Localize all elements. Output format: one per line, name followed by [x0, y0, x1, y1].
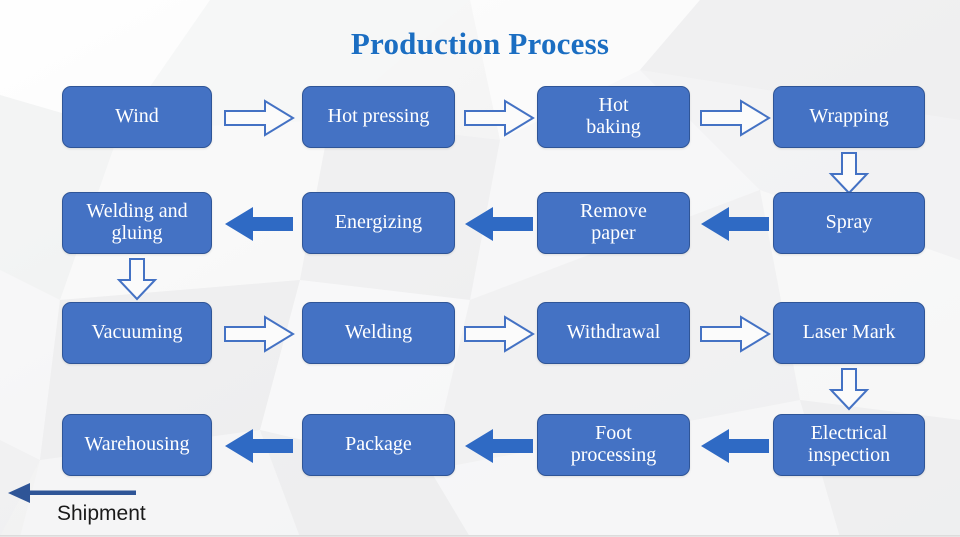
node-warehousing[interactable]: Warehousing [62, 414, 212, 476]
arrow-withdrawal-to-laser-mark [700, 315, 771, 353]
arrow-foot-processing-to-package [464, 428, 534, 464]
arrow-energizing-to-welding-and-gluing [224, 206, 294, 242]
node-wrapping[interactable]: Wrapping [773, 86, 925, 148]
page-title: Production Process [350, 26, 610, 61]
node-remove-paper[interactable]: Remove paper [537, 192, 690, 254]
node-package[interactable]: Package [302, 414, 455, 476]
connector-welding-and-gluing-to-vacuuming [116, 258, 158, 301]
node-hot-baking[interactable]: Hot baking [537, 86, 690, 148]
slide-bottom-rule [0, 535, 960, 537]
node-electrical-inspection[interactable]: Electrical inspection [773, 414, 925, 476]
arrow-hot-baking-to-wrapping [700, 99, 771, 137]
node-welding-and-gluing[interactable]: Welding and gluing [62, 192, 212, 254]
node-laser-mark[interactable]: Laser Mark [773, 302, 925, 364]
node-foot-processing[interactable]: Foot processing [537, 414, 690, 476]
arrow-welding-to-withdrawal [464, 315, 535, 353]
node-withdrawal[interactable]: Withdrawal [537, 302, 690, 364]
arrow-package-to-warehousing [224, 428, 294, 464]
arrow-wind-to-hot-pressing [224, 99, 295, 137]
node-spray[interactable]: Spray [773, 192, 925, 254]
shipment-label: Shipment [57, 502, 146, 525]
node-welding[interactable]: Welding [302, 302, 455, 364]
node-vacuuming[interactable]: Vacuuming [62, 302, 212, 364]
node-hot-pressing[interactable]: Hot pressing [302, 86, 455, 148]
arrow-hot-pressing-to-hot-baking [464, 99, 535, 137]
shipment-arrow-icon [8, 482, 138, 509]
arrow-electrical-inspection-to-foot-processing [700, 428, 770, 464]
arrow-vacuuming-to-welding [224, 315, 295, 353]
connector-laser-mark-to-electrical-inspection [828, 368, 870, 411]
node-wind[interactable]: Wind [62, 86, 212, 148]
connector-wrapping-to-spray [828, 152, 870, 195]
arrow-remove-paper-to-energizing [464, 206, 534, 242]
node-energizing[interactable]: Energizing [302, 192, 455, 254]
arrow-spray-to-remove-paper [700, 206, 770, 242]
